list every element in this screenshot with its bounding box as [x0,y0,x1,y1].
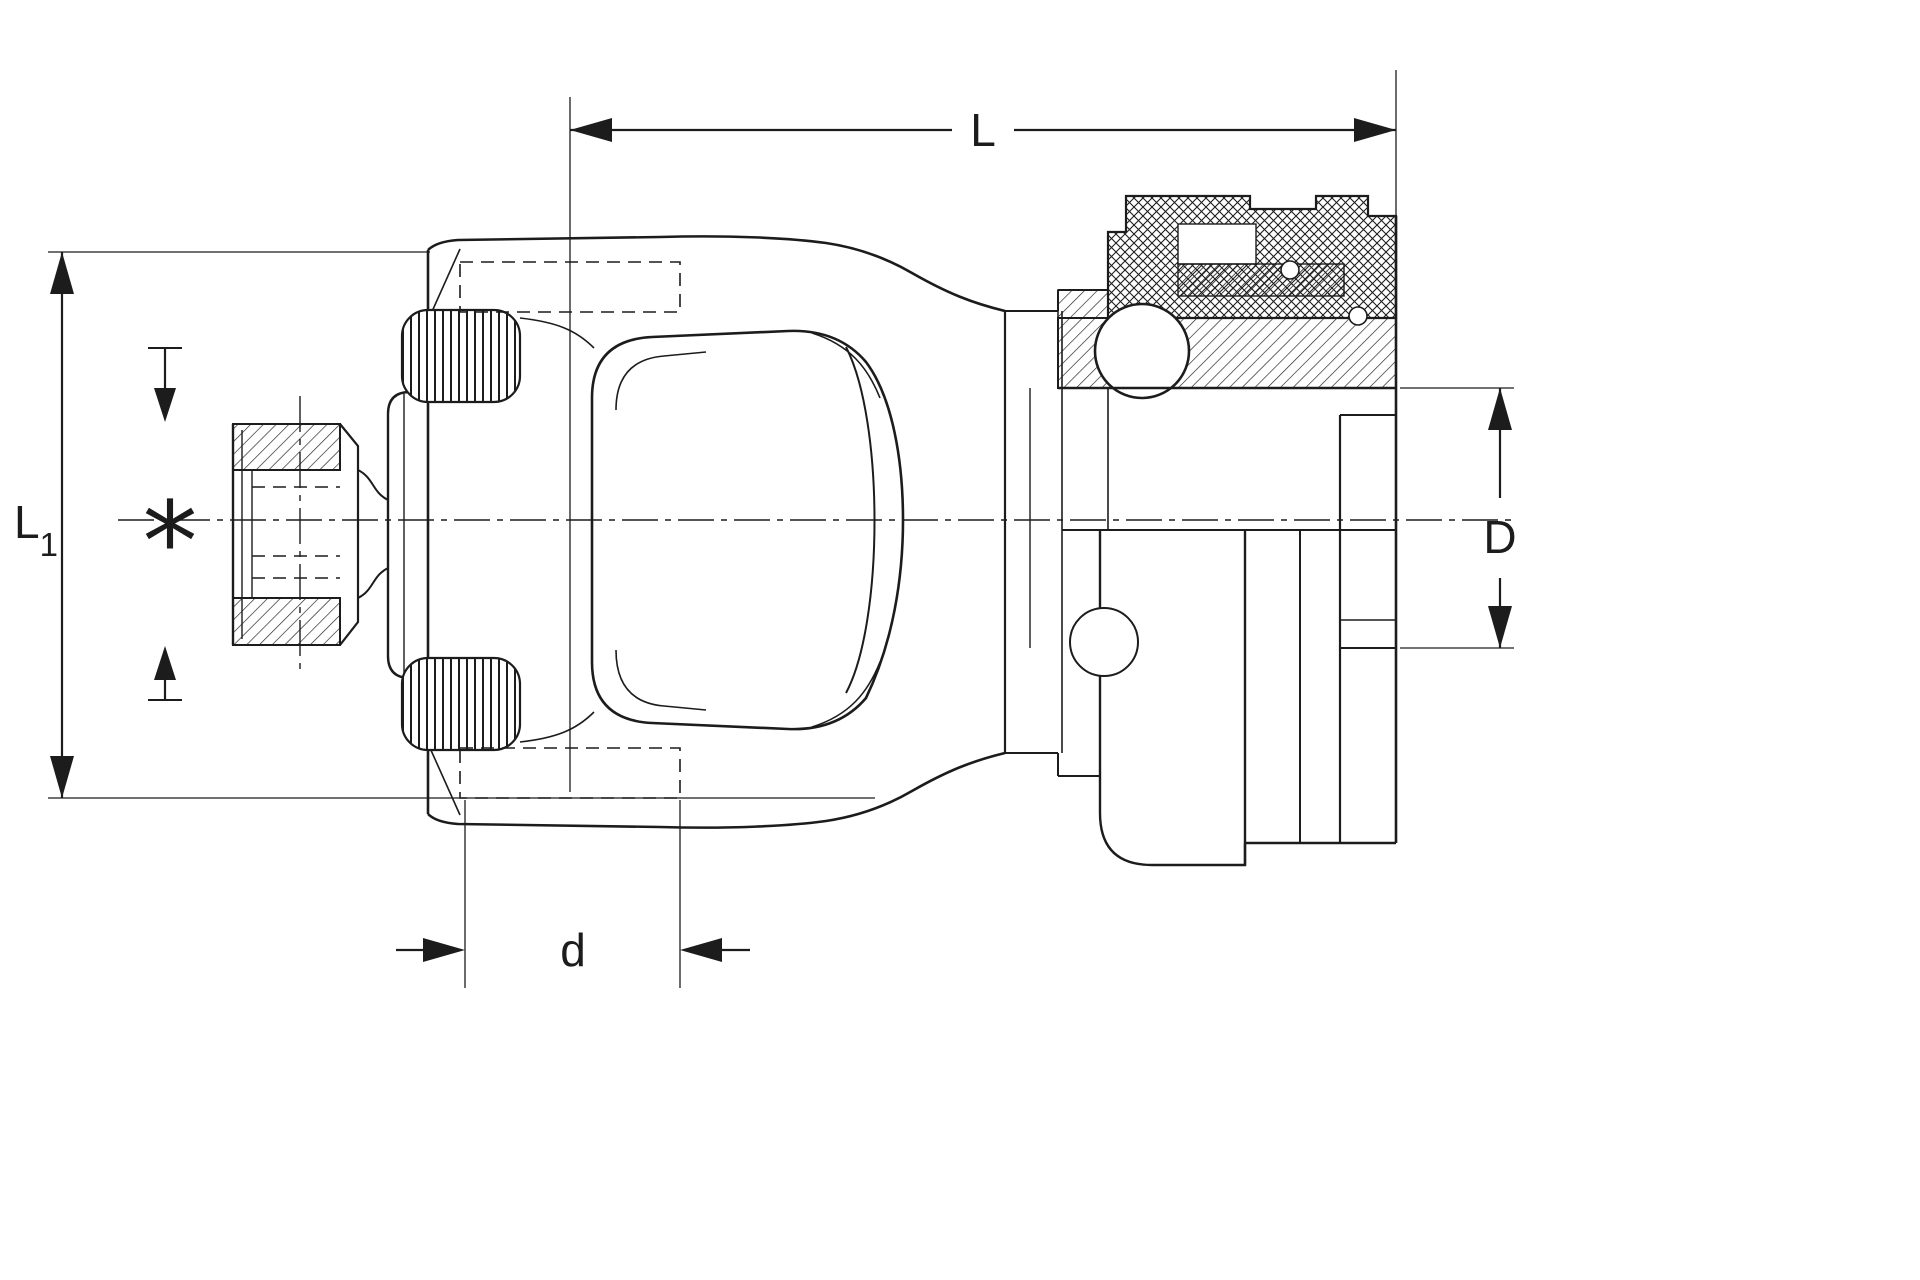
dim-D-label: D [1483,511,1516,563]
dim-L1-label: L1 [14,496,58,563]
D-arrow-up [1488,388,1512,430]
L-arrow-right [1354,118,1396,142]
cap-seal [1177,263,1345,297]
seal-spring-2 [1348,306,1368,326]
dimension-L1 [48,251,875,799]
bearing-cup-top [400,308,522,404]
housing-lower-block [1098,530,1247,867]
L1-arrow-bottom [50,756,74,798]
housing-wedge [1057,289,1109,319]
dimension-L [569,70,1397,792]
yoke-window [590,329,905,731]
yoke-outline-bottom [427,751,1006,829]
socket-arc-top [811,332,881,399]
lower-journal-ball [1069,607,1139,677]
dim-d-label: d [560,924,586,976]
d-arrow-right-pointing [423,938,465,962]
guard-ring [339,423,360,646]
spline-collar-top [232,423,341,471]
d-arrow-left-pointing [680,938,722,962]
spline-arrow-down [154,388,176,422]
ball-bearing [1093,302,1191,400]
cup-to-window-top [519,317,595,349]
seal-spring-1 [1280,260,1300,280]
dim-L1-main: L [14,496,40,548]
housing [1005,194,1398,867]
neck-curve-bottom [357,567,389,599]
yoke-chamfer-bottom [429,747,461,816]
neck-curve-top [357,469,389,501]
dimension-d [396,800,750,988]
dimension-spline-width [148,347,182,701]
cap-gap [1177,223,1257,265]
spline-arrow-up [154,646,176,680]
dim-L-label: L [970,104,996,156]
yoke-chamfer-top [429,248,461,317]
dimension-D [1400,387,1514,649]
yoke-outline-top [427,235,1006,313]
window-inner-lip-bottom [615,649,707,711]
stub-hidden-lines [252,486,340,579]
housing-step-bottom-left [1005,752,1100,777]
dim-L1-subscript: 1 [40,526,58,563]
yoke-hub-dome [386,390,428,680]
spline-collar-bottom [232,597,341,646]
L-arrow-left [570,118,612,142]
socket-arc [845,346,876,694]
asterisk-marker: * [143,478,198,606]
socket-arc-bottom [811,661,881,728]
spline-shaft-stub [231,390,428,680]
D-arrow-down [1488,606,1512,648]
bearing-cup-bottom [400,656,522,752]
cup-to-window-bottom [519,711,595,743]
L1-arrow-top [50,252,74,294]
window-inner-lip-top [615,351,707,411]
